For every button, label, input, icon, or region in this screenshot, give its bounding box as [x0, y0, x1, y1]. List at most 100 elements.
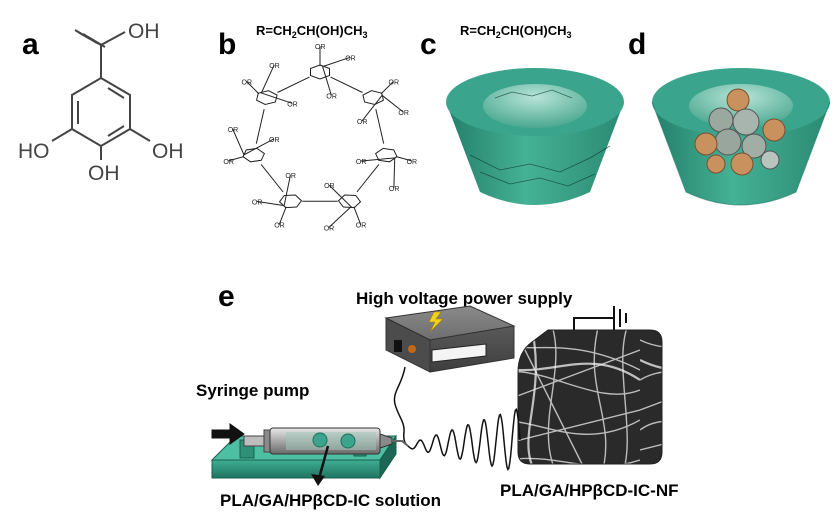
- push-arrow-icon: [211, 423, 245, 445]
- or-substituent-label: OR: [223, 159, 234, 166]
- substituent-bond: [260, 92, 293, 104]
- glucose-unit: [374, 147, 398, 163]
- substituent-bond: [328, 184, 352, 208]
- substituent-bond: [382, 95, 404, 113]
- oh-bottom-label: OH: [88, 162, 120, 185]
- guest-molecule: [694, 88, 786, 176]
- or-substituent-label: OR: [228, 127, 239, 134]
- or-substituent-label: OR: [285, 173, 296, 180]
- syringe: [243, 427, 409, 455]
- panel-d-letter: d: [628, 28, 647, 61]
- oh-top-label: OH: [128, 20, 160, 43]
- or-substituent-label: OR: [252, 199, 263, 206]
- substituent-bond: [261, 64, 275, 93]
- glucose-unit: [310, 64, 330, 80]
- panel-b-letter: b: [218, 28, 237, 61]
- substituent-bond: [360, 157, 396, 162]
- or-substituent-label: OR: [324, 183, 335, 190]
- glucose-unit: [337, 194, 362, 209]
- substituent-bond: [328, 206, 351, 228]
- glycosidic-bond: [356, 164, 380, 193]
- panel-b-r-group-label: R=CH2CH(OH)CH3: [256, 24, 368, 40]
- glucose-unit: [362, 90, 384, 106]
- substituent-bond: [243, 138, 275, 156]
- or-substituent-label: OR: [357, 119, 368, 126]
- nanofiber-collector: [517, 329, 663, 465]
- or-substituent-label: OR: [389, 186, 400, 193]
- r-sub1: 2: [291, 30, 297, 40]
- gallic-acid-bonds: [51, 29, 151, 160]
- substituent-bond: [393, 158, 396, 188]
- r-prefix: R=CH: [460, 23, 496, 38]
- r-prefix: R=CH: [256, 23, 292, 38]
- or-substituent-label: OR: [287, 101, 298, 108]
- panel-a-letter: a: [22, 28, 39, 61]
- cone-c-drawing: [446, 68, 624, 205]
- substituent-bond: [353, 206, 362, 225]
- r-mid: CH(OH)CH: [500, 23, 567, 38]
- or-substituent-label: OR: [345, 55, 356, 62]
- solution-label: PLA/GA/HPβCD-IC solution: [220, 491, 441, 510]
- or-substituent-label: OR: [356, 159, 367, 166]
- guest-complex-particle: [340, 433, 356, 449]
- substituent-bond: [228, 156, 245, 162]
- substituent-bond: [322, 66, 332, 96]
- or-substituent-label: OR: [242, 79, 253, 86]
- panel-c-r-group-label: R=CH2CH(OH)CH3: [460, 24, 572, 40]
- glycosidic-bond: [375, 108, 385, 144]
- or-substituent-label: OR: [269, 63, 280, 70]
- substituent-bond: [283, 175, 291, 207]
- glucose-unit: [256, 90, 278, 106]
- substituent-bond: [380, 81, 394, 95]
- r-sub2: 3: [566, 30, 572, 40]
- glycosidic-bond: [260, 164, 284, 193]
- substituent-bond: [278, 206, 287, 225]
- cone-cavity: [483, 84, 587, 128]
- panel-c-letter: c: [420, 28, 437, 61]
- glucose-unit: [278, 194, 303, 209]
- needle: [392, 440, 409, 447]
- glycosidic-bond: [277, 76, 310, 93]
- hp-beta-cd-structure: OR OR OR OR OR OR OR OR OR OR OR OR OR OR OR OR OR OR OR OR…: [223, 40, 417, 240]
- substituent-bond: [361, 94, 383, 122]
- glucose-unit: [242, 147, 266, 163]
- r-sub2: 3: [362, 30, 368, 40]
- power-supply-label: High voltage power supply: [356, 289, 573, 308]
- nanofiber-label: PLA/GA/HPβCD-IC-NF: [500, 481, 679, 500]
- r-sub1: 2: [495, 30, 501, 40]
- glycosidic-bond: [330, 76, 363, 93]
- glycosidic-bond: [255, 108, 265, 144]
- r-mid: CH(OH)CH: [296, 23, 363, 38]
- or-substituent-label: OR: [407, 159, 418, 166]
- panel-e-letter: e: [218, 280, 235, 313]
- or-substituent-label: OR: [315, 44, 326, 51]
- or-substituent-label: OR: [389, 79, 400, 86]
- substituent-bond: [323, 56, 351, 67]
- substituent-bond: [256, 200, 284, 206]
- or-substituent-label: OR: [356, 223, 367, 230]
- or-substituent-label: OR: [326, 93, 337, 100]
- fiber-jet: [407, 407, 521, 471]
- cd-cone-with-guest: [646, 60, 836, 220]
- or-substituent-label: OR: [269, 137, 280, 144]
- cd-ring-drawing: OR OR OR OR OR OR OR OR OR OR OR OR OR OR OR OR OR OR OR OR…: [223, 44, 417, 233]
- guest-complex-particle: [312, 432, 328, 448]
- lightning-bolt-icon: [428, 311, 444, 333]
- solution-arrow-icon: [311, 445, 330, 486]
- or-substituent-label: OR: [274, 223, 285, 230]
- gallic-acid-structure: OH HO OH OH: [0, 0, 210, 230]
- substituent-bond: [246, 81, 260, 95]
- substituent-bond: [232, 128, 245, 155]
- cone-d-drawing: [651, 68, 831, 206]
- or-substituent-label: OR: [324, 226, 335, 233]
- syringe-pump-label: Syringe pump: [196, 381, 310, 400]
- oh-right-label: OH: [152, 140, 184, 163]
- power-supply-box: [384, 305, 516, 373]
- power-wire: [393, 366, 409, 447]
- ho-left-label: HO: [18, 140, 50, 163]
- substituent-bond: [395, 156, 412, 162]
- or-substituent-label: OR: [398, 110, 409, 117]
- cd-cone-empty: [440, 60, 630, 220]
